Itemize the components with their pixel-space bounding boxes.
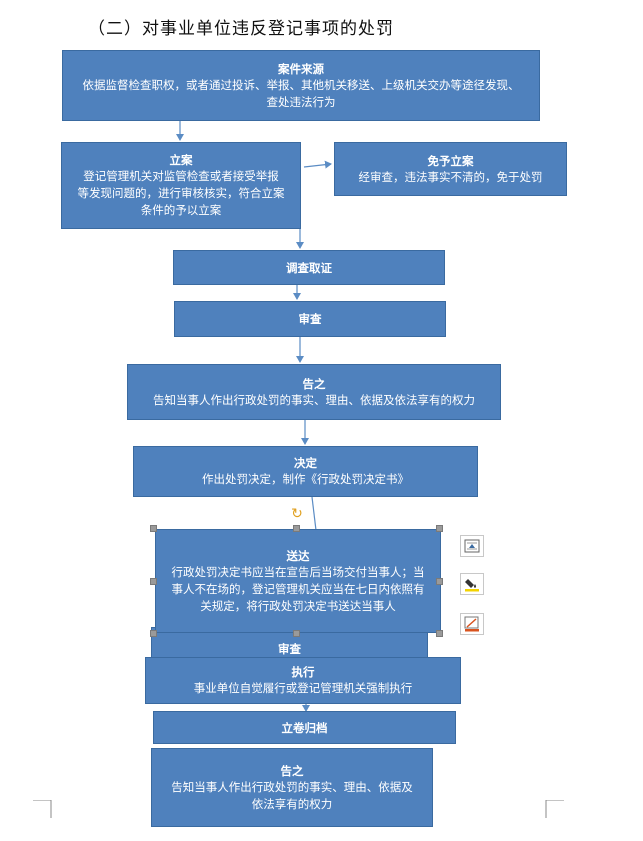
decision-title: 决定	[294, 456, 317, 470]
notification-1-line-1: 告知当事人作出行政处罚的事实、理由、依据及依法享有的权力	[153, 392, 475, 407]
rotate-handle-icon[interactable]: ↻	[291, 506, 303, 522]
delivery-line-3: 关规定，将行政处罚决定书送达当事人	[200, 598, 396, 613]
notification-2-line-2: 依法享有的权力	[251, 796, 333, 811]
investigation-title: 调查取证	[286, 260, 332, 275]
case-source-line-2: 查处违法行为	[266, 94, 336, 109]
no-filing-title: 免予立案	[427, 153, 474, 168]
filing-line-1: 登记管理机关对监管检查或者接受举报	[83, 169, 279, 183]
notification-box-1[interactable]: 告之 告知当事人作出行政处罚的事实、理由、依据及依法享有的权力	[127, 364, 501, 420]
shape-outline-icon[interactable]	[460, 613, 484, 635]
execution-title: 执行	[291, 665, 315, 679]
notification-1-title: 告之	[302, 376, 326, 391]
resize-handle-bottom-right[interactable]	[436, 630, 443, 637]
layout-options-icon[interactable]	[460, 535, 484, 557]
page-title: （二）对事业单位违反登记事项的处罚	[88, 19, 394, 39]
investigation-box[interactable]: 调查取证	[173, 250, 445, 285]
no-filing-box[interactable]: 免予立案 经审查，违法事实不清的，免于处罚	[334, 142, 567, 196]
page-corner-mark-right	[545, 800, 564, 818]
resize-handle-top-center[interactable]	[293, 525, 300, 532]
decision-line-1: 作出处罚决定，制作《行政处罚决定书》	[202, 472, 409, 486]
delivery-title: 送达	[286, 548, 310, 563]
notification-2-title: 告之	[280, 763, 304, 778]
resize-handle-top-right[interactable]	[436, 525, 443, 532]
delivery-line-2: 事人不在场的，登记管理机关应当在七日内依照有	[171, 581, 425, 596]
notification-box-2[interactable]: 告之 告知当事人作出行政处罚的事实、理由、依据及 依法享有的权力	[151, 748, 433, 827]
notification-2-line-1: 告知当事人作出行政处罚的事实、理由、依据及	[171, 779, 413, 794]
shape-fill-icon[interactable]	[460, 573, 484, 595]
filing-title: 立案	[169, 153, 193, 167]
resize-handle-middle-right[interactable]	[436, 578, 443, 585]
archive-box[interactable]: 立卷归档	[153, 711, 456, 744]
resize-handle-top-left[interactable]	[150, 525, 157, 532]
execution-box[interactable]: 执行 事业单位自觉履行或登记管理机关强制执行	[145, 657, 461, 704]
case-source-title: 案件来源	[278, 61, 324, 76]
page-corner-mark-left	[33, 800, 52, 818]
resize-handle-bottom-left[interactable]	[150, 630, 157, 637]
delivery-box[interactable]: 送达 行政处罚决定书应当在宣告后当场交付当事人；当 事人不在场的，登记管理机关应…	[155, 529, 441, 633]
filing-box[interactable]: 立案 登记管理机关对监管检查或者接受举报 等发现问题的，进行审核核实，符合立案 …	[61, 142, 301, 229]
case-source-line-1: 依据监督检查职权，或者通过投诉、举报、其他机关移送、上级机关交办等途径发现、	[82, 77, 520, 92]
execution-line-1: 事业单位自觉履行或登记管理机关强制执行	[193, 681, 413, 695]
review-2-title: 审查	[278, 642, 301, 656]
archive-title: 立卷归档	[281, 720, 328, 735]
resize-handle-middle-left[interactable]	[150, 578, 157, 585]
case-source-box[interactable]: 案件来源 依据监督检查职权，或者通过投诉、举报、其他机关移送、上级机关交办等途径…	[62, 50, 540, 121]
review-box-1[interactable]: 审查	[174, 301, 446, 337]
resize-handle-bottom-center[interactable]	[293, 630, 300, 637]
filing-line-2: 等发现问题的，进行审核核实，符合立案	[77, 186, 285, 200]
arrow-filing-to-no-filing	[303, 160, 332, 169]
review-1-title: 审查	[298, 312, 322, 326]
decision-box[interactable]: 决定 作出处罚决定，制作《行政处罚决定书》	[133, 446, 478, 497]
filing-line-3: 条件的予以立案	[140, 203, 222, 217]
no-filing-line-1: 经审查，违法事实不清的，免于处罚	[358, 169, 543, 184]
delivery-line-1: 行政处罚决定书应当在宣告后当场交付当事人；当	[171, 564, 425, 579]
